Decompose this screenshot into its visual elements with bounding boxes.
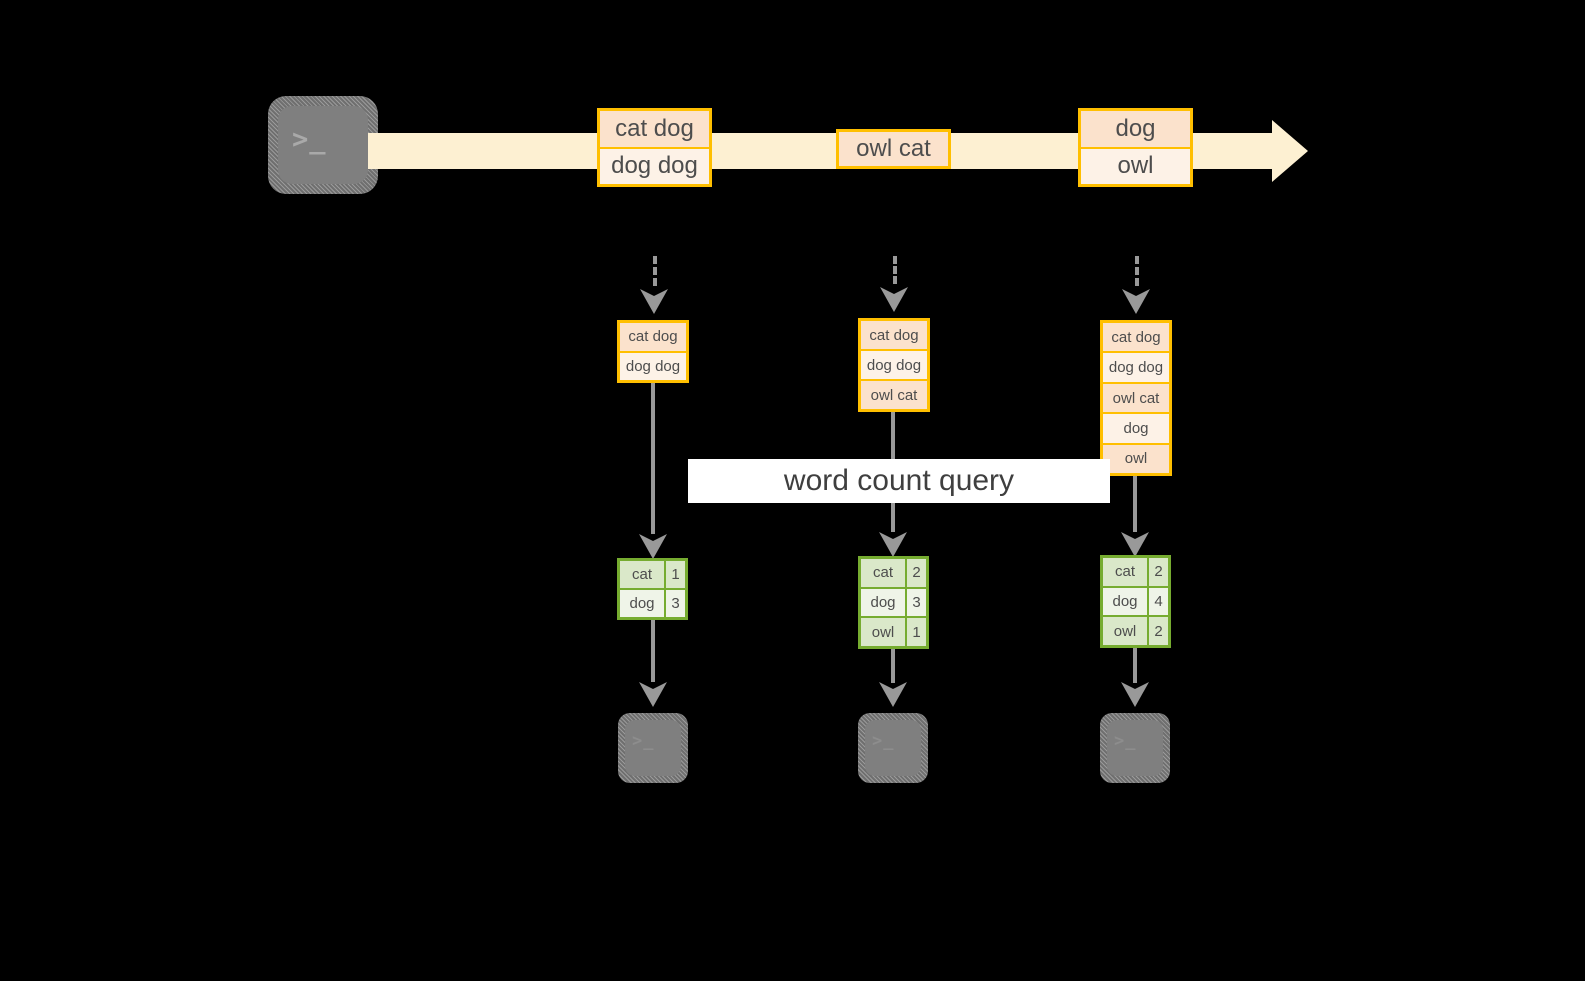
stream-to-state-arrowhead-3	[1122, 289, 1150, 314]
word-cell: cat	[872, 564, 893, 582]
result-to-sink-connector-2	[891, 649, 895, 683]
terminal-screen	[278, 106, 368, 184]
stream-to-state-arrowhead-2	[880, 287, 908, 312]
word-cell: dog	[629, 595, 655, 612]
word-count-result-2: cat 2 dog 3 owl 1	[858, 556, 929, 649]
table-row: owl 1	[861, 616, 926, 646]
record-line: owl cat	[861, 379, 927, 409]
record-line: dog dog	[600, 146, 709, 184]
table-row: dog 3	[620, 588, 685, 617]
result-to-sink-arrowhead-1	[639, 682, 667, 707]
record-line: cat dog	[620, 323, 686, 351]
count-cell: 2	[905, 559, 926, 587]
count-cell: 1	[905, 618, 926, 646]
record-line: dog dog	[861, 349, 927, 379]
state-to-result-arrowhead-1	[639, 534, 667, 559]
record-line: owl	[1081, 146, 1190, 184]
state-to-result-connector-3	[1133, 476, 1137, 532]
table-row: owl 2	[1103, 615, 1168, 645]
source-terminal-icon: >_	[268, 96, 378, 194]
accumulated-state-2: cat dog dog dog owl cat	[858, 318, 930, 412]
state-to-result-arrowhead-3	[1121, 532, 1149, 557]
stream-arrow-right-icon	[1272, 120, 1308, 182]
count-cell: 3	[905, 588, 926, 617]
record-line: cat dog	[861, 321, 927, 349]
table-row: dog 4	[1103, 585, 1168, 616]
table-row: cat 2	[861, 559, 926, 587]
word-cell: dog	[1112, 593, 1138, 610]
terminal-screen	[865, 720, 921, 776]
result-to-sink-arrowhead-2	[879, 682, 907, 707]
table-row: cat 2	[1103, 558, 1168, 586]
query-label-text: word count query	[783, 464, 1015, 497]
query-label-banner: word count query	[688, 459, 1110, 503]
stream-to-state-connector-2	[893, 256, 897, 284]
sink-terminal-1: >_	[618, 713, 688, 783]
terminal-screen	[1107, 720, 1163, 776]
count-cell: 2	[1147, 617, 1168, 645]
record-line: dog	[1081, 111, 1190, 147]
terminal-prompt-glyph: >_	[292, 124, 327, 155]
stream-batch-1: cat dog dog dog	[597, 108, 712, 187]
accumulated-state-1: cat dog dog dog	[617, 320, 689, 383]
word-count-result-3: cat 2 dog 4 owl 2	[1100, 555, 1171, 648]
record-line: owl cat	[1103, 381, 1169, 413]
result-to-sink-connector-3	[1133, 648, 1137, 683]
record-line: cat dog	[600, 111, 709, 147]
record-line: owl cat	[839, 132, 948, 166]
sink-terminal-2: >_	[858, 713, 928, 783]
result-to-sink-connector-1	[651, 620, 655, 682]
word-cell: owl	[1113, 622, 1137, 640]
terminal-prompt-glyph: >_	[1114, 731, 1137, 751]
accumulated-state-3: cat dog dog dog owl cat dog owl	[1100, 320, 1172, 476]
record-line: cat dog	[1103, 323, 1169, 352]
state-to-result-arrowhead-2	[879, 532, 907, 557]
word-cell: cat	[1114, 563, 1135, 581]
word-cell: dog	[870, 594, 896, 611]
stream-to-state-connector-1	[653, 256, 657, 286]
table-row: cat 1	[620, 561, 685, 588]
count-cell: 3	[664, 590, 685, 617]
stream-batch-2: owl cat	[836, 129, 951, 169]
stream-batch-3: dog owl	[1078, 108, 1193, 187]
word-cell: cat	[631, 566, 652, 583]
terminal-screen	[625, 720, 681, 776]
stream-to-state-arrowhead-1	[640, 289, 668, 314]
state-to-result-connector-1	[651, 383, 655, 534]
count-cell: 1	[664, 561, 685, 588]
table-row: dog 3	[861, 586, 926, 617]
terminal-prompt-glyph: >_	[872, 731, 895, 751]
result-to-sink-arrowhead-3	[1121, 682, 1149, 707]
record-line: dog	[1103, 412, 1169, 443]
stream-to-state-connector-3	[1135, 256, 1139, 286]
word-cell: owl	[871, 623, 895, 641]
count-cell: 4	[1147, 587, 1168, 616]
count-cell: 2	[1147, 558, 1168, 586]
word-count-result-1: cat 1 dog 3	[617, 558, 688, 620]
record-line: owl	[1103, 442, 1169, 473]
terminal-prompt-glyph: >_	[632, 731, 655, 751]
record-line: dog dog	[620, 350, 686, 380]
record-line: dog dog	[1103, 351, 1169, 382]
sink-terminal-3: >_	[1100, 713, 1170, 783]
